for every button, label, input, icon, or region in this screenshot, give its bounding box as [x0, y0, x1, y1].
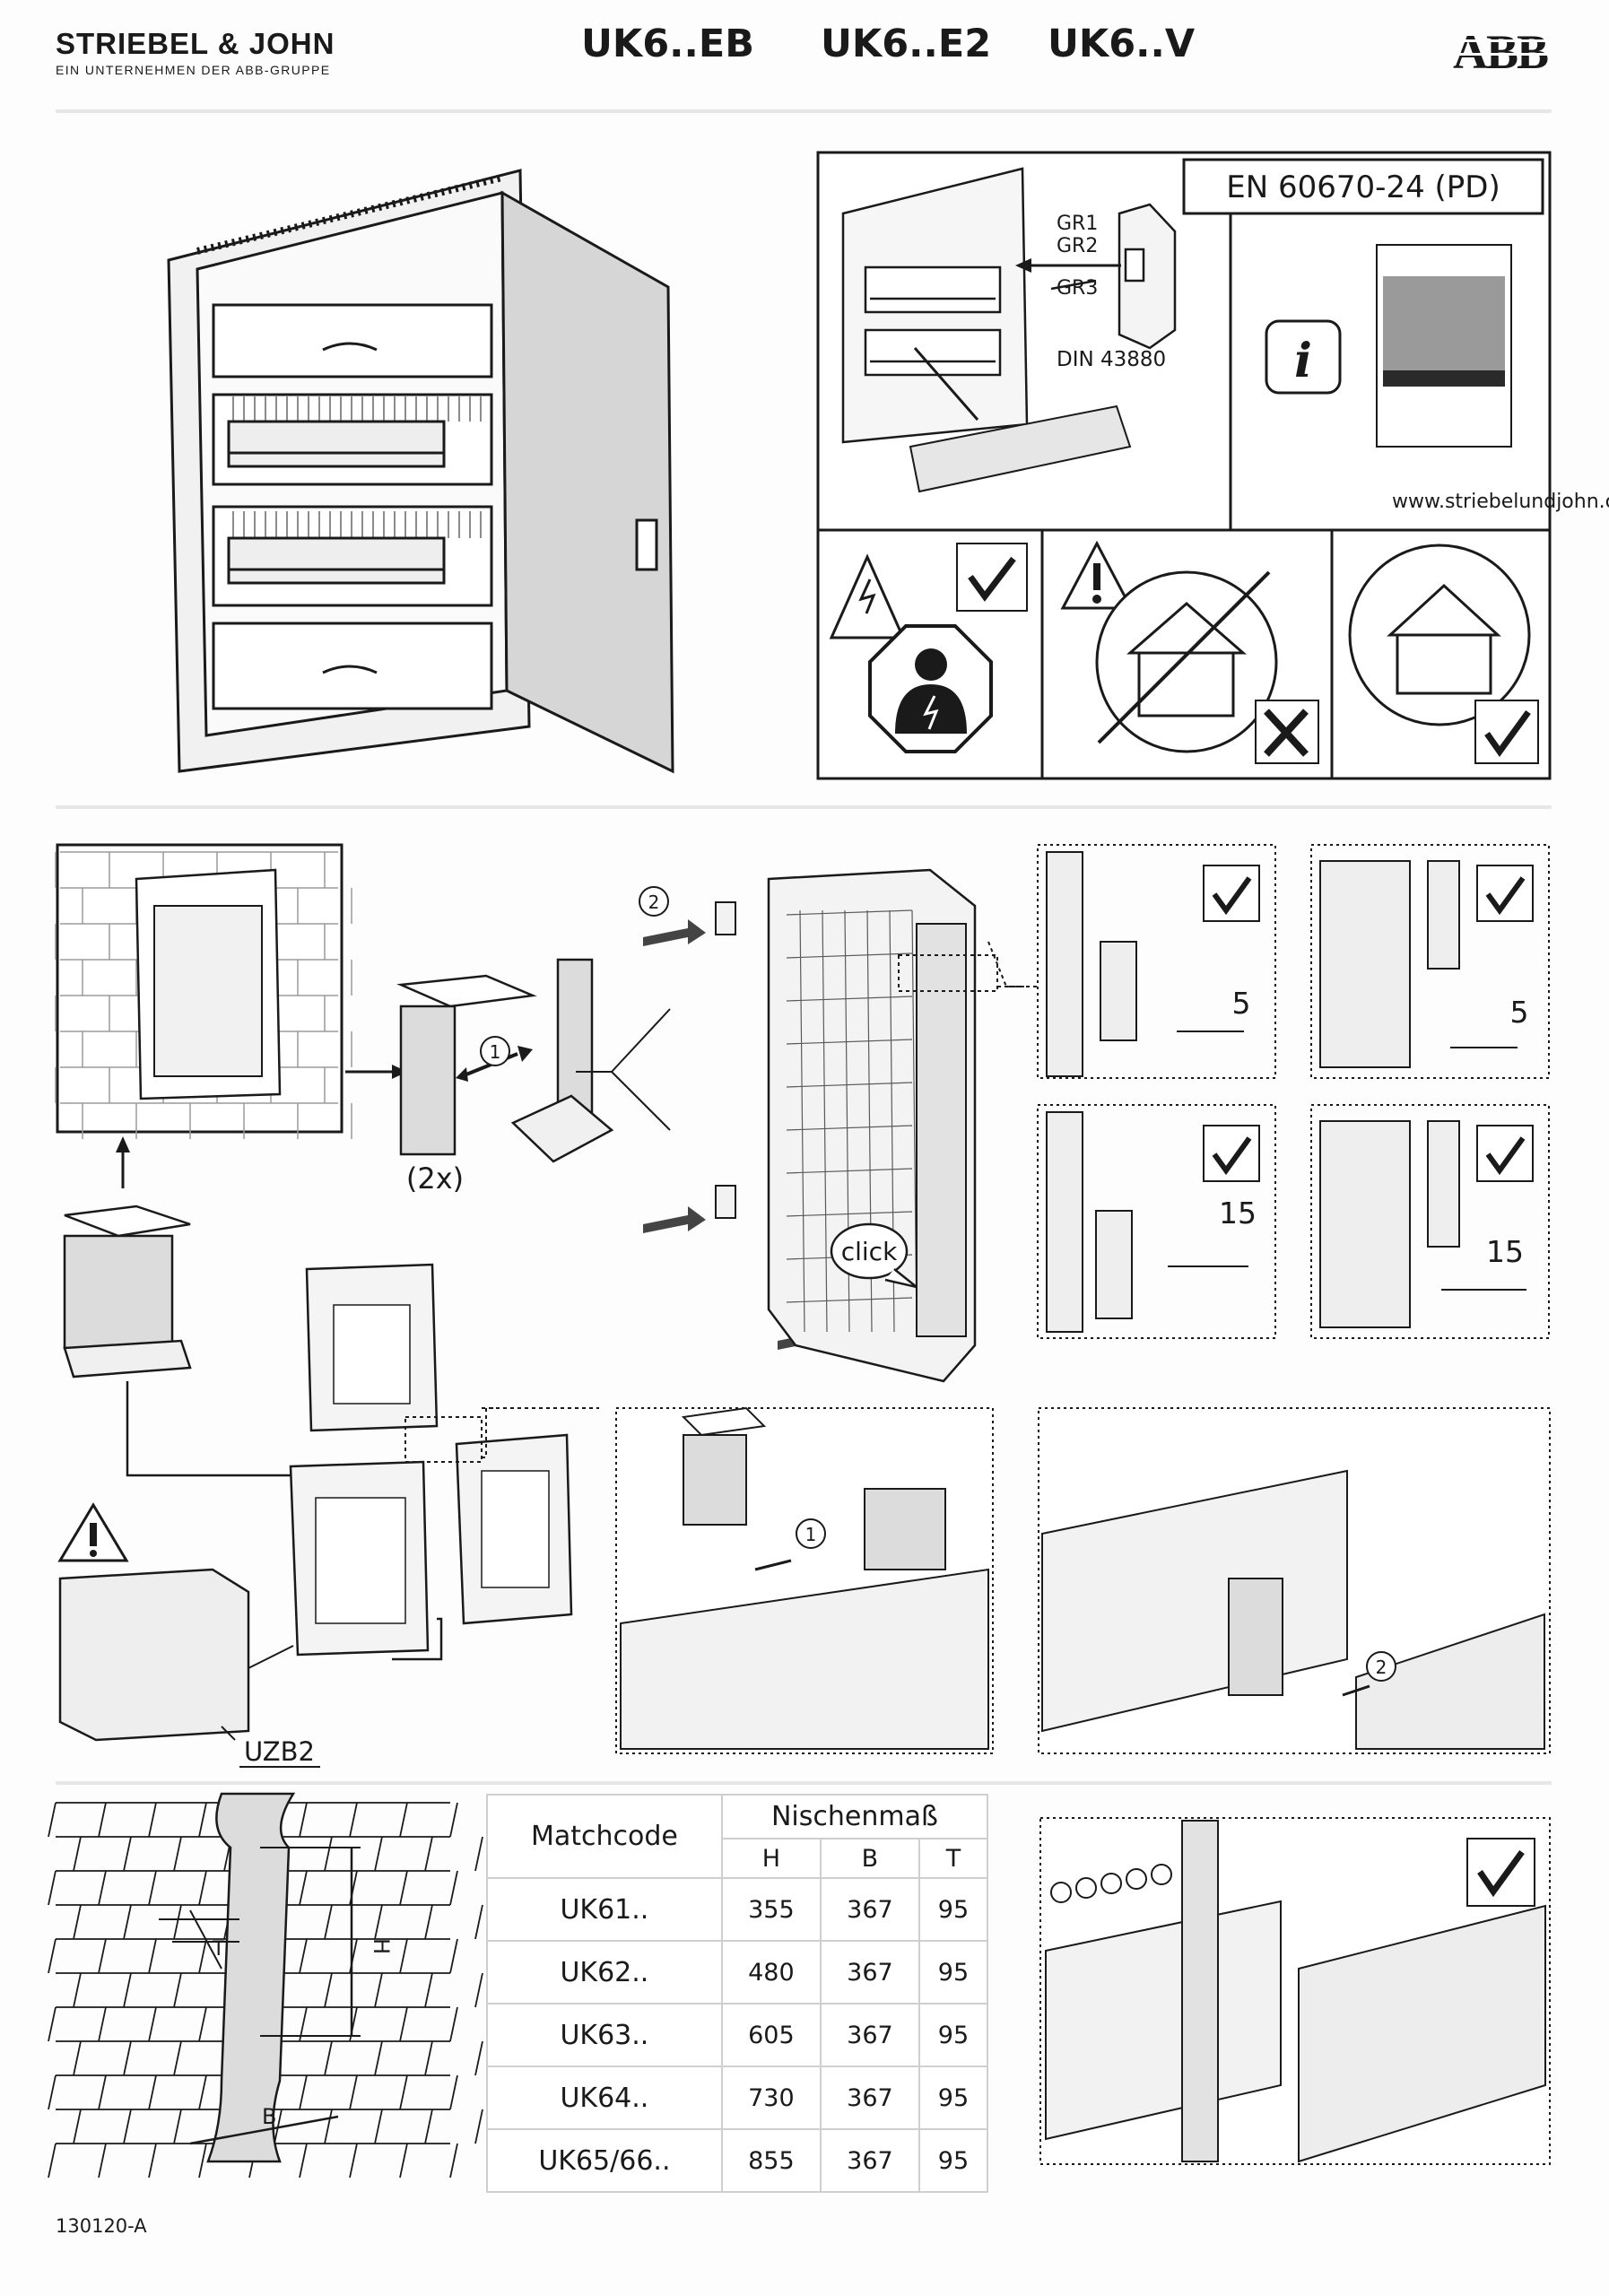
table-row: UK65/66.. 855 367 95 — [486, 2128, 989, 2193]
step-2-label: 2 — [648, 891, 660, 913]
group-gr1: GR1 — [1057, 213, 1098, 235]
dim-15-b: 15 — [1486, 1234, 1524, 1269]
check-icon-2 — [1474, 700, 1539, 764]
arrow-icon — [116, 1136, 130, 1152]
section-rule-2 — [56, 1781, 1552, 1785]
brand-name: STRIEBEL & JOHN — [56, 27, 335, 60]
check-icon-1 — [956, 543, 1028, 612]
niche-drawing: H T B — [48, 1792, 483, 2179]
col-nischenmass: Nischenmaß — [720, 1794, 989, 1839]
mounting-illustrations: 1 (2x) 2 click — [55, 843, 1551, 1768]
section-rule-1 — [56, 805, 1552, 809]
table-row: UK62.. 480 367 95 — [486, 1940, 989, 2005]
check-icon — [1203, 865, 1260, 922]
niche-width-label: B — [262, 2104, 276, 2129]
svg-text:i: i — [1294, 334, 1312, 388]
uzb2-part — [58, 1568, 250, 1742]
model-eb: UK6..EB — [581, 22, 754, 66]
detail-panel-2 — [1310, 844, 1550, 1079]
check-icon — [1476, 1125, 1534, 1182]
uzb2-label: UZB2 — [244, 1736, 315, 1767]
info-panel: EN 60670-24 (PD) GR1 GR2 GR3 DIN 43880 i — [816, 151, 1609, 780]
niche-depth-label: T — [212, 1938, 225, 1961]
dim-15-a: 15 — [1219, 1196, 1257, 1231]
info-icon — [1265, 319, 1342, 395]
detail-panel-4 — [1310, 1104, 1550, 1339]
model-v: UK6..V — [1048, 22, 1196, 66]
breaker-icon — [1118, 203, 1177, 350]
assembly-final-panel — [1039, 1817, 1551, 2165]
arrow-icon — [913, 347, 979, 421]
step-2-label-b: 2 — [1376, 1657, 1387, 1678]
arrow-icon — [643, 1206, 706, 1233]
quantity-label: (2x) — [406, 1161, 464, 1196]
enclosure-small-icon — [841, 167, 1029, 444]
standard-label: EN 60670-24 (PD) — [1226, 170, 1500, 205]
table-row: UK63.. 605 367 95 — [486, 2003, 989, 2067]
group-gr2: GR2 — [1057, 235, 1098, 257]
din-rail-icon — [909, 404, 1132, 493]
website-url: www.striebelundjohn.com — [1392, 491, 1609, 513]
brand-subtitle: EIN UNTERNEHMEN DER ABB-GRUPPE — [56, 63, 331, 77]
enclosure-illustration — [167, 169, 674, 774]
col-matchcode: Matchcode — [486, 1794, 723, 1879]
standard-box — [1182, 158, 1544, 215]
detail-panel-1 — [1037, 844, 1276, 1079]
step-1-label: 1 — [490, 1041, 501, 1063]
svg-text:ABB: ABB — [1453, 25, 1548, 79]
document-number: 130120-A — [56, 2215, 147, 2237]
step-1-label-b: 1 — [805, 1524, 817, 1545]
check-icon — [1203, 1125, 1260, 1182]
col-b: B — [819, 1838, 920, 1879]
model-e2: UK6..E2 — [821, 22, 992, 66]
check-icon-final — [1466, 1838, 1535, 1907]
table-row: UK64.. 730 367 95 — [486, 2066, 989, 2130]
dim-5-a: 5 — [1232, 986, 1251, 1021]
din-label: DIN 43880 — [1057, 348, 1166, 371]
arrow-icon — [643, 919, 706, 946]
col-t: T — [918, 1838, 989, 1879]
abb-logo: ABB — [1453, 25, 1553, 79]
house-rain-icon — [1095, 570, 1278, 753]
table-row: UK61.. 355 367 95 — [486, 1877, 989, 1942]
niche-table: Matchcode Nischenmaß H B T UK61.. 355 36… — [486, 1794, 989, 2193]
dim-5-b: 5 — [1510, 995, 1529, 1030]
col-h: H — [720, 1838, 822, 1879]
detail-panel-3 — [1037, 1104, 1276, 1339]
click-label: click — [841, 1237, 898, 1266]
header-rule — [56, 109, 1552, 113]
check-icon — [1476, 865, 1534, 922]
niche-height-label: H — [369, 1938, 394, 1954]
